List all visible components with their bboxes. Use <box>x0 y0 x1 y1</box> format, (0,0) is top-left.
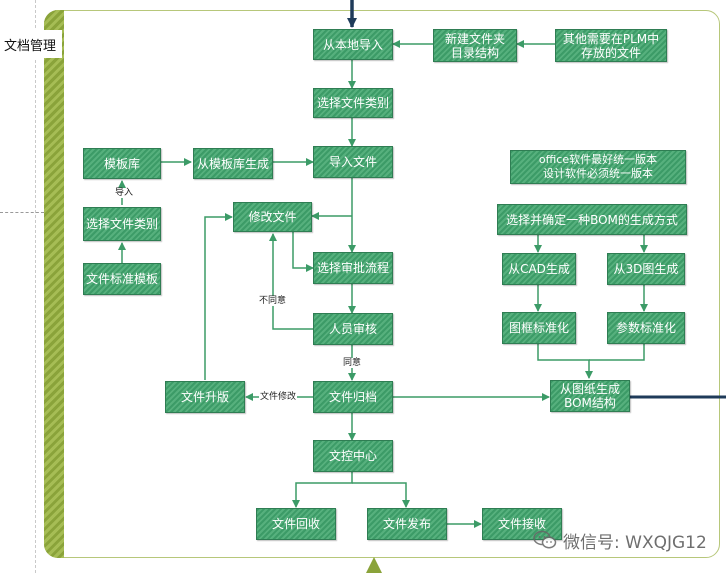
node-select-category-2[interactable]: 选择文件类别 <box>83 207 161 241</box>
node-import-file[interactable]: 导入文件 <box>313 146 393 178</box>
node-template-doc[interactable]: 文件标准模板 <box>83 263 161 295</box>
node-import-local[interactable]: 从本地导入 <box>313 29 393 60</box>
node-other-files[interactable]: 其他需要在PLM中 存放的文件 <box>555 29 667 62</box>
node-choose-bom[interactable]: 选择并确定一种BOM的生成方式 <box>497 204 687 235</box>
dashed-guide-vertical <box>35 0 36 573</box>
node-version-note: office软件最好统一版本 设计软件必须统一版本 <box>510 150 686 184</box>
node-archive[interactable]: 文件归档 <box>313 381 393 413</box>
edge-control-to-recall <box>292 472 353 508</box>
node-control-center[interactable]: 文控中心 <box>313 440 393 472</box>
node-recall[interactable]: 文件回收 <box>256 508 336 540</box>
section-label: 文档管理 <box>0 30 62 58</box>
node-reviewer[interactable]: 人员审核 <box>313 313 393 345</box>
edge-upgrade-to-modify <box>204 213 233 380</box>
edge-label-agree: 同意 <box>342 358 363 368</box>
wechat-icon <box>533 530 557 549</box>
edge-titlestd-to-drawingbom <box>537 344 593 379</box>
node-select-category[interactable]: 选择文件类别 <box>313 88 393 118</box>
node-from-cad[interactable]: 从CAD生成 <box>502 253 576 285</box>
node-publish[interactable]: 文件发布 <box>367 508 447 540</box>
node-upgrade[interactable]: 文件升版 <box>165 381 245 413</box>
panel-accent-strip <box>44 10 64 558</box>
node-gen-from-template[interactable]: 从模板库生成 <box>193 148 273 179</box>
edge-control-to-publish <box>352 482 410 508</box>
node-title-std[interactable]: 图框标准化 <box>502 312 576 344</box>
node-new-folder[interactable]: 新建文件夹 目录结构 <box>433 29 517 62</box>
node-from-3d[interactable]: 从3D图生成 <box>607 253 685 285</box>
edge-modify-down-to-approval <box>292 232 314 272</box>
node-template-lib[interactable]: 模板库 <box>83 148 161 179</box>
dashed-guide-horizontal <box>0 212 44 213</box>
bottom-triangle-marker <box>366 557 382 573</box>
edge-label-file-modify: 文件修改 <box>259 392 298 402</box>
edge-paramstd-to-drawingbom <box>589 344 645 361</box>
watermark: 微信号: WXQJG12 <box>533 526 707 554</box>
edge-label-import: 导入 <box>114 188 135 198</box>
node-drawing-bom[interactable]: 从图纸生成 BOM结构 <box>550 380 630 412</box>
edge-reviewer-disagree <box>269 233 313 330</box>
node-select-approval[interactable]: 选择审批流程 <box>313 252 393 284</box>
node-modify-file[interactable]: 修改文件 <box>233 202 312 232</box>
watermark-text: 微信号: WXQJG12 <box>563 532 707 553</box>
edge-label-disagree: 不同意 <box>258 296 288 306</box>
node-param-std[interactable]: 参数标准化 <box>607 312 685 344</box>
